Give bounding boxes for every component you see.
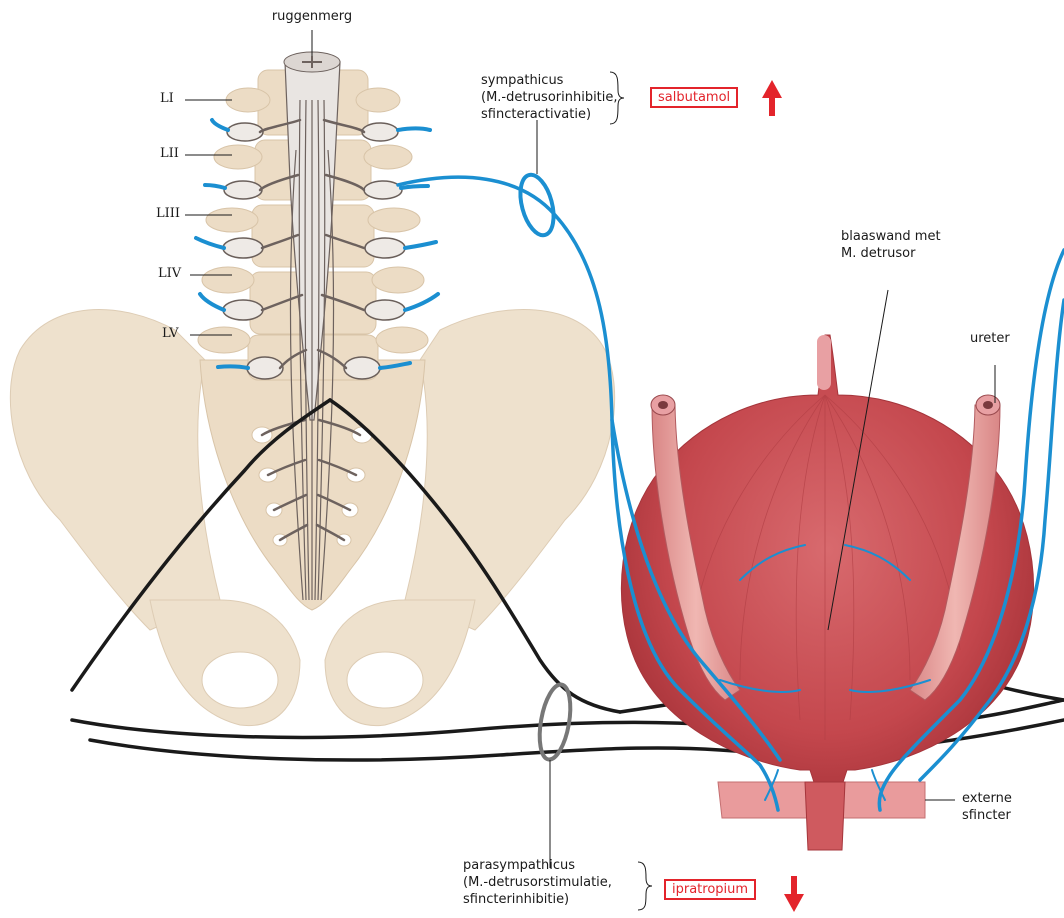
label-ureter: ureter [970, 330, 1010, 347]
label-vertebra-l4: LIV [158, 266, 181, 281]
left-obturator-foramen [202, 652, 278, 708]
label-sympathetic: sympathicus (M.-detrusorinhibitie, sfinc… [481, 72, 618, 123]
bladder-wall-line2: M. detrusor [841, 245, 941, 262]
sympathetic-title: sympathicus [481, 72, 618, 89]
left-iliac-wing [10, 310, 220, 630]
parasympathetic-line3: sfincterinhibitie) [463, 891, 612, 908]
label-vertebra-l1: LI [160, 91, 174, 106]
salbutamol-up-arrow [762, 80, 782, 116]
parasympathetic-title: parasympathicus [463, 857, 612, 874]
ipratropium-down-arrow [784, 876, 804, 912]
label-external-sphincter: externe sfincter [962, 790, 1012, 824]
external-sphincter-line2: sfincter [962, 807, 1012, 824]
sympathetic-line3: sfincteractivatie) [481, 106, 618, 123]
label-spinal-cord: ruggenmerg [262, 8, 362, 25]
parasympathetic-line2: (M.-detrusorstimulatie, [463, 874, 612, 891]
label-vertebra-l3: LIII [156, 206, 180, 221]
label-parasympathetic: parasympathicus (M.-detrusorstimulatie, … [463, 857, 612, 908]
right-obturator-foramen [347, 652, 423, 708]
drug-ipratropium: ipratropium [664, 879, 756, 900]
sympathetic-line2: (M.-detrusorinhibitie, [481, 89, 618, 106]
right-iliac-wing [405, 310, 615, 630]
drug-salbutamol: salbutamol [650, 87, 738, 108]
label-vertebra-l2: LII [160, 146, 179, 161]
label-bladder-wall: blaaswand met M. detrusor [841, 228, 941, 262]
external-sphincter [718, 782, 925, 850]
label-vertebra-l5: LV [162, 326, 178, 341]
sympathetic-ring [514, 171, 559, 239]
bladder-wall-line1: blaaswand met [841, 228, 941, 245]
external-sphincter-line1: externe [962, 790, 1012, 807]
